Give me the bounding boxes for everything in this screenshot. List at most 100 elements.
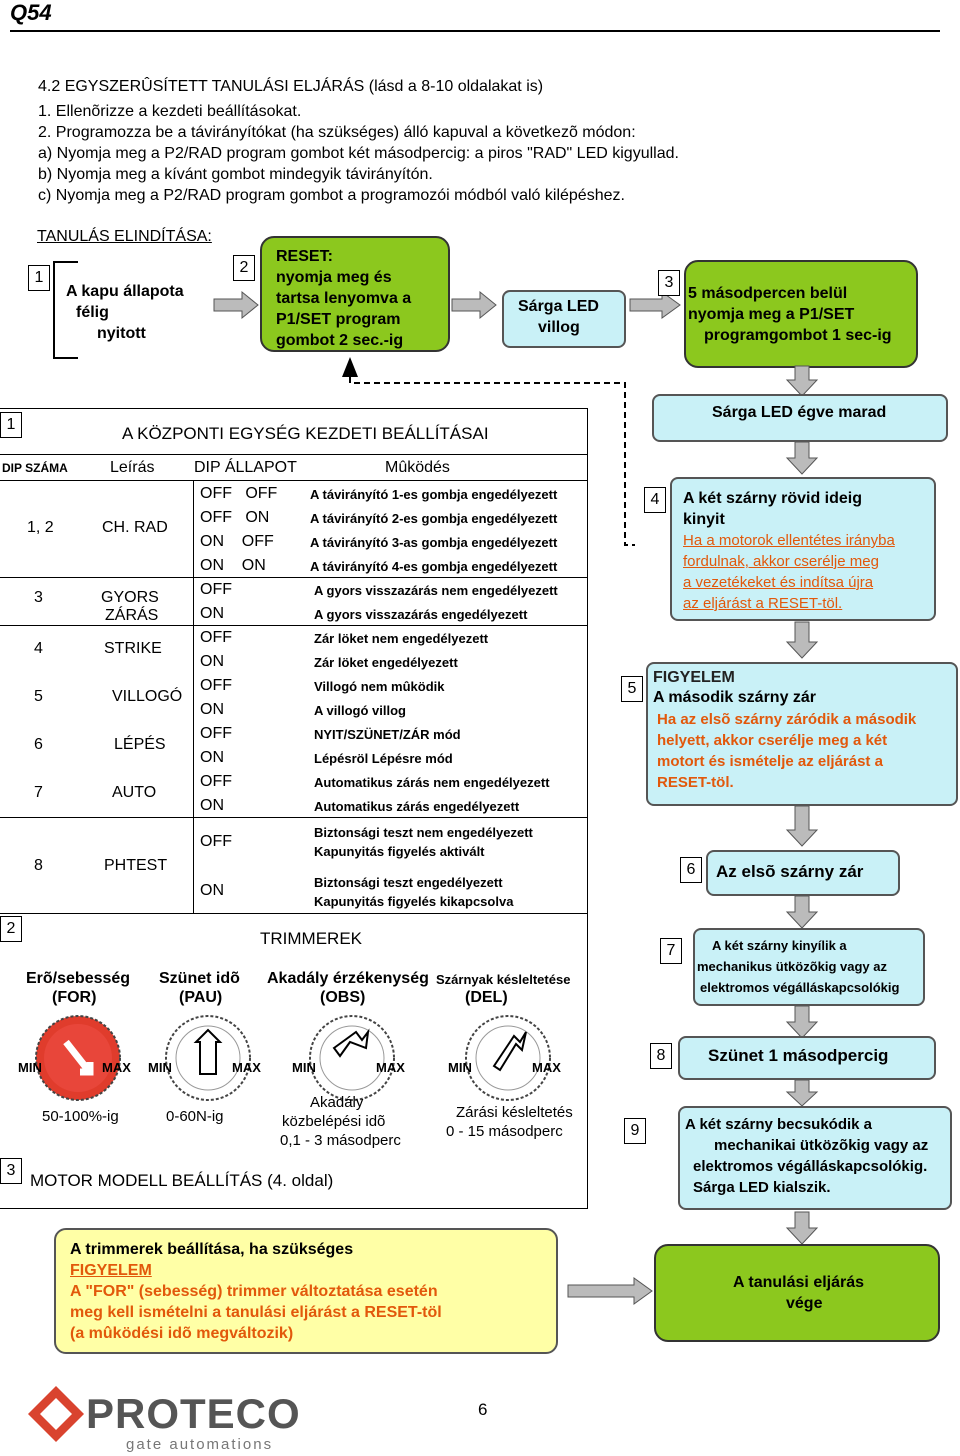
dip-r15-state: OFF bbox=[200, 833, 232, 850]
intro-line-a: a) Nyomja meg a P2/RAD program gombot ké… bbox=[38, 145, 679, 162]
knob4-min: MIN bbox=[448, 1060, 472, 1075]
step5-warning-l1: Ha az elsõ szárny záródik a második bbox=[657, 711, 917, 728]
dip-g5-name: VILLOGÓ bbox=[112, 688, 183, 705]
step3-l1: 5 másodpercen belül bbox=[688, 285, 848, 302]
trimmer-note-box bbox=[54, 1228, 558, 1354]
dip-header-rule bbox=[0, 480, 588, 481]
dip-r16-func-1: Biztonsági teszt engedélyezett bbox=[314, 875, 503, 890]
motor-section-number: 3 bbox=[0, 1158, 22, 1184]
for-trimmer-knob: MIN MAX bbox=[18, 1012, 131, 1108]
trim3-code: (OBS) bbox=[320, 989, 366, 1006]
dip-g5-num: 5 bbox=[34, 688, 43, 705]
step4-warning-l3: a vezetékeket és indítsa újra bbox=[683, 574, 874, 591]
dip-r1-func: A távirányító 1-es gombja engedélyezett bbox=[310, 487, 558, 502]
step7-l2: mechanikus ütközõkig vagy az bbox=[697, 959, 888, 974]
gate-bracket bbox=[53, 261, 78, 359]
trim2-code: (PAU) bbox=[179, 989, 223, 1006]
step-8-number: 8 bbox=[650, 1043, 672, 1069]
step-2-number: 2 bbox=[233, 255, 255, 281]
dip-header-state: DIP ÁLLAPOT bbox=[194, 459, 297, 476]
dip-r2-func: A távirányító 2-es gombja engedélyezett bbox=[310, 511, 558, 526]
gate-state-l1: A kapu állapota bbox=[66, 283, 184, 300]
reset-box bbox=[260, 236, 450, 352]
header-rule bbox=[10, 30, 940, 32]
section-heading: 4.2 EGYSZERÛSÍTETT TANULÁSI ELJÁRÁS (lás… bbox=[38, 78, 544, 95]
note-l4: meg kell ismételni a tanulási eljárást a… bbox=[70, 1304, 442, 1321]
step-5-box bbox=[646, 662, 958, 806]
dip-g3-num: 3 bbox=[34, 589, 43, 606]
knob1-min: MIN bbox=[18, 1060, 42, 1075]
dip-g4-num: 4 bbox=[34, 640, 43, 657]
step-6-number: 6 bbox=[680, 857, 702, 883]
dip-title-frame bbox=[0, 408, 588, 455]
del-trimmer-knob: MIN MAX bbox=[448, 1012, 561, 1108]
step-3-number: 3 bbox=[658, 270, 680, 296]
led-stays-on: Sárga LED égve marad bbox=[712, 404, 887, 421]
dip-r8-state: ON bbox=[200, 653, 224, 670]
step-1-number: 1 bbox=[28, 265, 50, 291]
intro-line-c: c) Nyomja meg a P2/RAD program gombot a … bbox=[38, 187, 625, 204]
end-l1: A tanulási eljárás bbox=[733, 1274, 865, 1291]
arrow-down-1 bbox=[785, 365, 819, 397]
note-l5: (a mûködési idõ megváltozik) bbox=[70, 1325, 294, 1342]
page-code: Q54 bbox=[10, 0, 52, 25]
dip-title: A KÖZPONTI EGYSÉG KEZDETI BEÁLLÍTÁSAI bbox=[122, 424, 489, 443]
step5-warning-l4: RESET-töl. bbox=[657, 774, 734, 791]
knob2-max: MAX bbox=[232, 1060, 261, 1075]
dip-row-rule-3 bbox=[0, 817, 588, 818]
trim2-value: 0-60N-ig bbox=[166, 1108, 224, 1125]
dip-g3-name1: GYORS bbox=[101, 589, 159, 606]
dip-r14-func: Automatikus zárás engedélyezett bbox=[314, 799, 520, 814]
dip-header-func: Mûködés bbox=[385, 459, 450, 476]
step4-l1: A két szárny rövid ideig bbox=[683, 490, 863, 507]
dip-r8-func: Zár löket engedélyezett bbox=[314, 655, 458, 670]
note-l2: FIGYELEM bbox=[70, 1262, 152, 1279]
dip-r7-state: OFF bbox=[200, 629, 232, 646]
dip-r5-state: OFF bbox=[200, 581, 232, 598]
dip-r13-state: OFF bbox=[200, 773, 232, 790]
dip-r4-func: A távirányító 4-es gombja engedélyezett bbox=[310, 559, 558, 574]
arrow-down-7 bbox=[785, 1079, 819, 1107]
led-blink-l2: villog bbox=[538, 319, 580, 336]
dip-r3-state: ON OFF bbox=[200, 533, 274, 550]
dip-g7-name: AUTO bbox=[112, 784, 157, 801]
step-7-box bbox=[693, 928, 925, 1006]
dip-r9-state: OFF bbox=[200, 677, 232, 694]
step-9-box bbox=[678, 1106, 952, 1210]
dip-r9-func: Villogó nem mûködik bbox=[314, 679, 445, 694]
step6-text: Az elsõ szárny zár bbox=[716, 862, 864, 881]
arrow-down-2 bbox=[785, 441, 819, 475]
dip-r13-func: Automatikus zárás nem engedélyezett bbox=[314, 775, 550, 790]
intro-line-b: b) Nyomja meg a kívánt gombot mindegyik … bbox=[38, 166, 433, 183]
step7-l1: A két szárny kinyílik a bbox=[712, 938, 847, 953]
trim-frame bbox=[0, 914, 588, 1209]
led-stays-on-box bbox=[652, 394, 948, 442]
step9-l2: mechanikai ütközõkig vagy az bbox=[714, 1137, 929, 1154]
trim1-value: 50-100%-ig bbox=[42, 1108, 119, 1125]
dip-r1-state: OFF OFF bbox=[200, 485, 278, 502]
step-9-number: 9 bbox=[624, 1118, 646, 1144]
dip-r2-state: OFF ON bbox=[200, 509, 270, 526]
dip-header-desc: Leírás bbox=[110, 459, 155, 476]
dip-r10-state: ON bbox=[200, 701, 224, 718]
dip-section-number: 1 bbox=[0, 412, 22, 438]
step8-text: Szünet 1 másodpercig bbox=[708, 1046, 889, 1065]
dip-r11-func: NYIT/SZÜNET/ZÁR mód bbox=[314, 727, 461, 742]
dip-r16-func-2: Kapunyitás figyelés kikapcsolva bbox=[314, 894, 514, 909]
trim4-code: (DEL) bbox=[465, 989, 508, 1006]
step5-l1: FIGYELEM bbox=[653, 669, 735, 686]
intro-line-2: 2. Programozza be a távirányítókat (ha s… bbox=[38, 124, 636, 141]
step-3-box bbox=[684, 260, 918, 368]
led-blink-l1: Sárga LED bbox=[518, 298, 599, 315]
arrow-down-4 bbox=[785, 805, 819, 847]
dip-r4-state: ON ON bbox=[200, 557, 266, 574]
dip-g8-name: PHTEST bbox=[104, 857, 168, 874]
arrow-down-6 bbox=[785, 1005, 819, 1039]
dip-row-rule-1 bbox=[0, 577, 588, 578]
arrow-down-8 bbox=[785, 1211, 819, 1245]
trim1-label: Erõ/sebesség bbox=[26, 970, 131, 987]
reset-l5: gombot 2 sec.-ig bbox=[276, 332, 404, 349]
step-4-box bbox=[670, 477, 936, 621]
yellow-led-blink-box bbox=[502, 290, 626, 348]
end-l2: vége bbox=[786, 1295, 823, 1312]
